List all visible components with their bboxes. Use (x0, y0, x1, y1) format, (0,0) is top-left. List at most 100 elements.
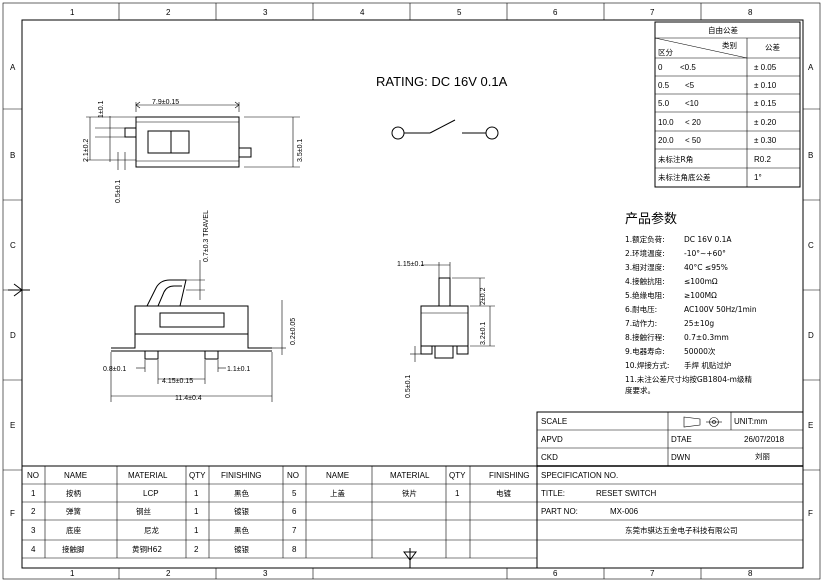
title-block (536, 411, 804, 569)
bom-r1-material-2: 铁片 (402, 488, 417, 498)
row-marker-f-right: F (808, 509, 813, 518)
switch-symbol (391, 119, 499, 140)
param-label-1: 1.额定负荷: (625, 234, 665, 244)
tb-title-value: RESET SWITCH (596, 489, 657, 498)
bom-r1-finishing-2: 电镀 (496, 488, 511, 498)
tb-scale: SCALE (541, 417, 567, 426)
row-marker-f: F (10, 509, 15, 518)
col-marker-6-bottom: 6 (553, 569, 558, 578)
row-marker-b: B (10, 151, 15, 160)
param-label-2: 2.环境温度: (625, 248, 665, 258)
dim-front-1-1: 1.1±0.1 (227, 366, 250, 373)
bom-r1-name-2: 上盖 (330, 488, 345, 498)
tb-company: 东莞市骐达五金电子科技有限公司 (625, 525, 738, 535)
bom-r2-material: 钢丝 (136, 506, 151, 516)
param-value-5: ≥100MΩ (684, 291, 717, 300)
tol-angle-label: 未标注角底公差 (658, 172, 711, 182)
bom-r3-finishing: 黑色 (234, 525, 249, 535)
side-view (410, 262, 495, 362)
bom-table (22, 465, 537, 559)
tol-r-value: R0.2 (754, 155, 771, 164)
bom-rows: 1 按柄 LCP 1 黑色 5 上盖 铁片 1 电镀 2 弹簧 钢丝 1 镀银 … (31, 488, 511, 554)
tol-row-4-b: < 50 (685, 136, 701, 145)
dim-top-width: 7.9±0.15 (152, 99, 179, 106)
bom-r1-name: 按柄 (66, 488, 81, 498)
param-label-10: 10.焊接方式: (625, 360, 669, 370)
col-marker-7: 7 (650, 8, 655, 17)
bom-r4-material: 黄铜H62 (132, 544, 162, 554)
col-marker-8-bottom: 8 (748, 569, 753, 578)
bom-h-no-2: NO (287, 471, 299, 480)
bom-r1-finishing: 黑色 (234, 488, 249, 498)
bom-r1-qty-2: 1 (455, 489, 460, 498)
tolerance-col-class: 类别 (722, 40, 737, 50)
param-value-9: 50000次 (684, 346, 716, 356)
param-label-4: 4.接触抗阻: (625, 276, 665, 286)
tol-r-label: 未标注R角 (658, 154, 693, 164)
col-marker-8: 8 (748, 8, 753, 17)
param-value-7: 25±10g (684, 319, 714, 328)
param-label-5: 5.绝缘电阻: (625, 290, 665, 300)
bom-h-material-2: MATERIAL (390, 471, 430, 480)
col-marker-4: 4 (360, 8, 365, 17)
bom-h-qty: QTY (189, 471, 206, 480)
bom-r1-no-2: 5 (292, 489, 297, 498)
row-marker-d: D (10, 331, 16, 340)
tb-dwn: DWN (671, 453, 690, 462)
param-note-line2: 度要求。 (625, 385, 655, 395)
tol-row-3-a: 10.0 (658, 118, 674, 127)
tol-row-1-tol: ± 0.10 (754, 81, 777, 90)
param-value-2: -10°~+60° (684, 249, 726, 258)
column-markers: 1 2 3 4 5 6 7 8 1 2 3 6 7 8 (70, 3, 753, 579)
dim-front-0-8: 0.8±0.1 (103, 366, 126, 373)
param-value-8: 0.7±0.3mm (684, 333, 729, 342)
bom-r4-finishing: 镀银 (234, 544, 249, 554)
tol-angle-value: 1° (754, 173, 762, 182)
param-value-6: AC100V 50Hz/1min (684, 305, 757, 314)
params-title: 产品参数 (625, 211, 677, 227)
bom-r1-qty: 1 (194, 489, 199, 498)
tol-row-0-b: <0.5 (680, 63, 696, 72)
bom-r2-finishing: 镀银 (234, 506, 249, 516)
tolerance-col-tol: 公差 (765, 42, 780, 52)
bom-r4-name: 接触脚 (62, 544, 85, 554)
bom-h-qty-2: QTY (449, 471, 466, 480)
bom-r1-no: 1 (31, 489, 36, 498)
bom-r3-no-2: 7 (292, 526, 297, 535)
params-list: 1.额定负荷: DC 16V 0.1A 2.环境温度: -10°~+60° 3.… (625, 234, 757, 395)
bom-r2-qty: 1 (194, 507, 199, 516)
tb-dtae: DTAE (671, 435, 692, 444)
col-marker-2-bottom: 2 (166, 569, 171, 578)
tb-part-label: PART NO: (541, 507, 578, 516)
bom-h-name: NAME (64, 471, 87, 480)
param-label-7: 7.动作力: (625, 318, 657, 328)
tol-row-3-b: < 20 (685, 118, 701, 127)
tol-row-2-b: <10 (685, 99, 699, 108)
bom-r2-no: 2 (31, 507, 36, 516)
tol-row-2-tol: ± 0.15 (754, 99, 777, 108)
tb-part-value: MX-006 (610, 507, 639, 516)
bom-h-name-2: NAME (326, 471, 349, 480)
row-marker-c: C (10, 241, 16, 250)
dim-front-0-2: 0.2±0.05 (290, 318, 297, 345)
dim-top-0-5: 0.5±0.1 (115, 180, 122, 203)
dim-side-2: 2±0.2 (480, 287, 487, 305)
dim-side-3-2: 3.2±0.1 (480, 322, 487, 345)
row-marker-e-right: E (808, 421, 813, 430)
row-marker-d-right: D (808, 331, 814, 340)
dim-top-1: 1±0.1 (98, 100, 105, 118)
param-label-9: 9.电器寿命: (625, 346, 665, 356)
bom-r3-material: 尼龙 (144, 525, 159, 535)
tol-row-1-b: <5 (685, 81, 695, 90)
param-value-1: DC 16V 0.1A (684, 235, 732, 244)
bom-r2-name: 弹簧 (66, 506, 81, 516)
tol-row-4-tol: ± 0.30 (754, 136, 777, 145)
bom-r4-qty: 2 (194, 545, 199, 554)
dim-front-11-4: 11.4±0.4 (175, 395, 202, 402)
dim-front-4-15: 4.15±0.15 (162, 378, 193, 385)
tol-row-4-a: 20.0 (658, 136, 674, 145)
param-label-3: 3.相对湿度: (625, 262, 665, 272)
bom-r1-material: LCP (143, 489, 159, 498)
